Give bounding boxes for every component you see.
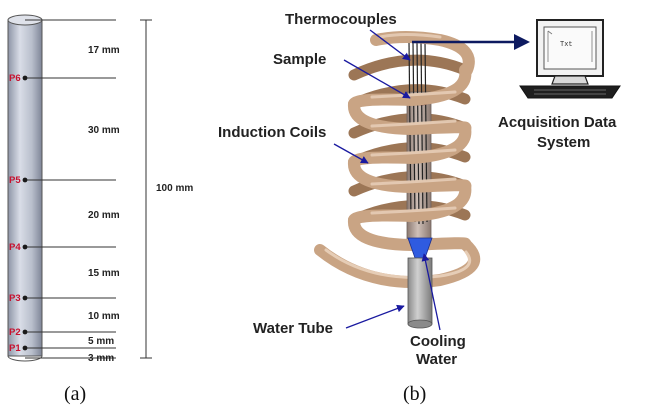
water-tube-pointer	[345, 304, 405, 329]
point-marker	[22, 329, 28, 335]
cooling-water-pointer	[421, 253, 441, 331]
point-label: P3	[9, 293, 21, 304]
cooling-water-label-line2: Water	[416, 351, 457, 368]
point-marker	[22, 177, 28, 183]
water-tube	[407, 257, 433, 325]
pointer-arrows	[333, 29, 441, 331]
water-tube-bottom	[407, 319, 433, 329]
point-label: P2	[9, 327, 21, 338]
induction-coil-lower-loop	[314, 238, 481, 288]
panel-b: Txt Thermocouples Sample Induction Coils…	[218, 11, 621, 405]
total-dimension	[140, 19, 152, 359]
segment-label: 17 mm	[88, 45, 120, 56]
induction-coil-highlight	[370, 33, 457, 215]
rod-body	[7, 19, 43, 357]
caption-a: (a)	[64, 383, 86, 405]
cooling-nozzle	[407, 237, 433, 259]
acquisition-system-label-line1: Acquisition Data	[498, 114, 617, 131]
signal-arrow-icon	[514, 34, 530, 50]
point-marker	[22, 295, 28, 301]
water-tube-label: Water Tube	[253, 320, 333, 337]
acquisition-system-label-line2: System	[537, 134, 590, 151]
thermocouples-label: Thermocouples	[285, 11, 397, 28]
caption-b: (b)	[403, 383, 426, 405]
panel-a: 100 mm 17 mm 30 mm 20 mm 15 mm 10 mm 5 m…	[7, 14, 193, 405]
sample-label: Sample	[273, 51, 326, 68]
induction-coils-pointer	[333, 143, 369, 164]
segment-label: 20 mm	[88, 210, 120, 221]
segment-label: 15 mm	[88, 268, 120, 279]
sample-pointer	[343, 59, 411, 99]
measurement-points: P6 P5 P4 P3 P2 P1	[9, 73, 28, 354]
segment-label: 30 mm	[88, 125, 120, 136]
point-marker	[22, 345, 28, 351]
point-label: P4	[9, 242, 21, 253]
point-label: P5	[9, 175, 21, 186]
division-lines	[25, 19, 116, 359]
segment-label: 3 mm	[88, 353, 114, 364]
monitor-screen-text: Txt	[560, 41, 573, 49]
induction-coils-label: Induction Coils	[218, 124, 326, 141]
total-length-label: 100 mm	[156, 183, 193, 194]
point-marker	[22, 244, 28, 250]
segment-label: 5 mm	[88, 336, 114, 347]
thermocouples-pointer	[369, 29, 411, 61]
cooling-water-label-line1: Cooling	[410, 333, 466, 350]
point-label: P6	[9, 73, 21, 84]
segment-label: 10 mm	[88, 311, 120, 322]
computer-monitor-icon: Txt	[519, 19, 621, 99]
point-label: P1	[9, 343, 21, 354]
point-marker	[22, 75, 28, 81]
